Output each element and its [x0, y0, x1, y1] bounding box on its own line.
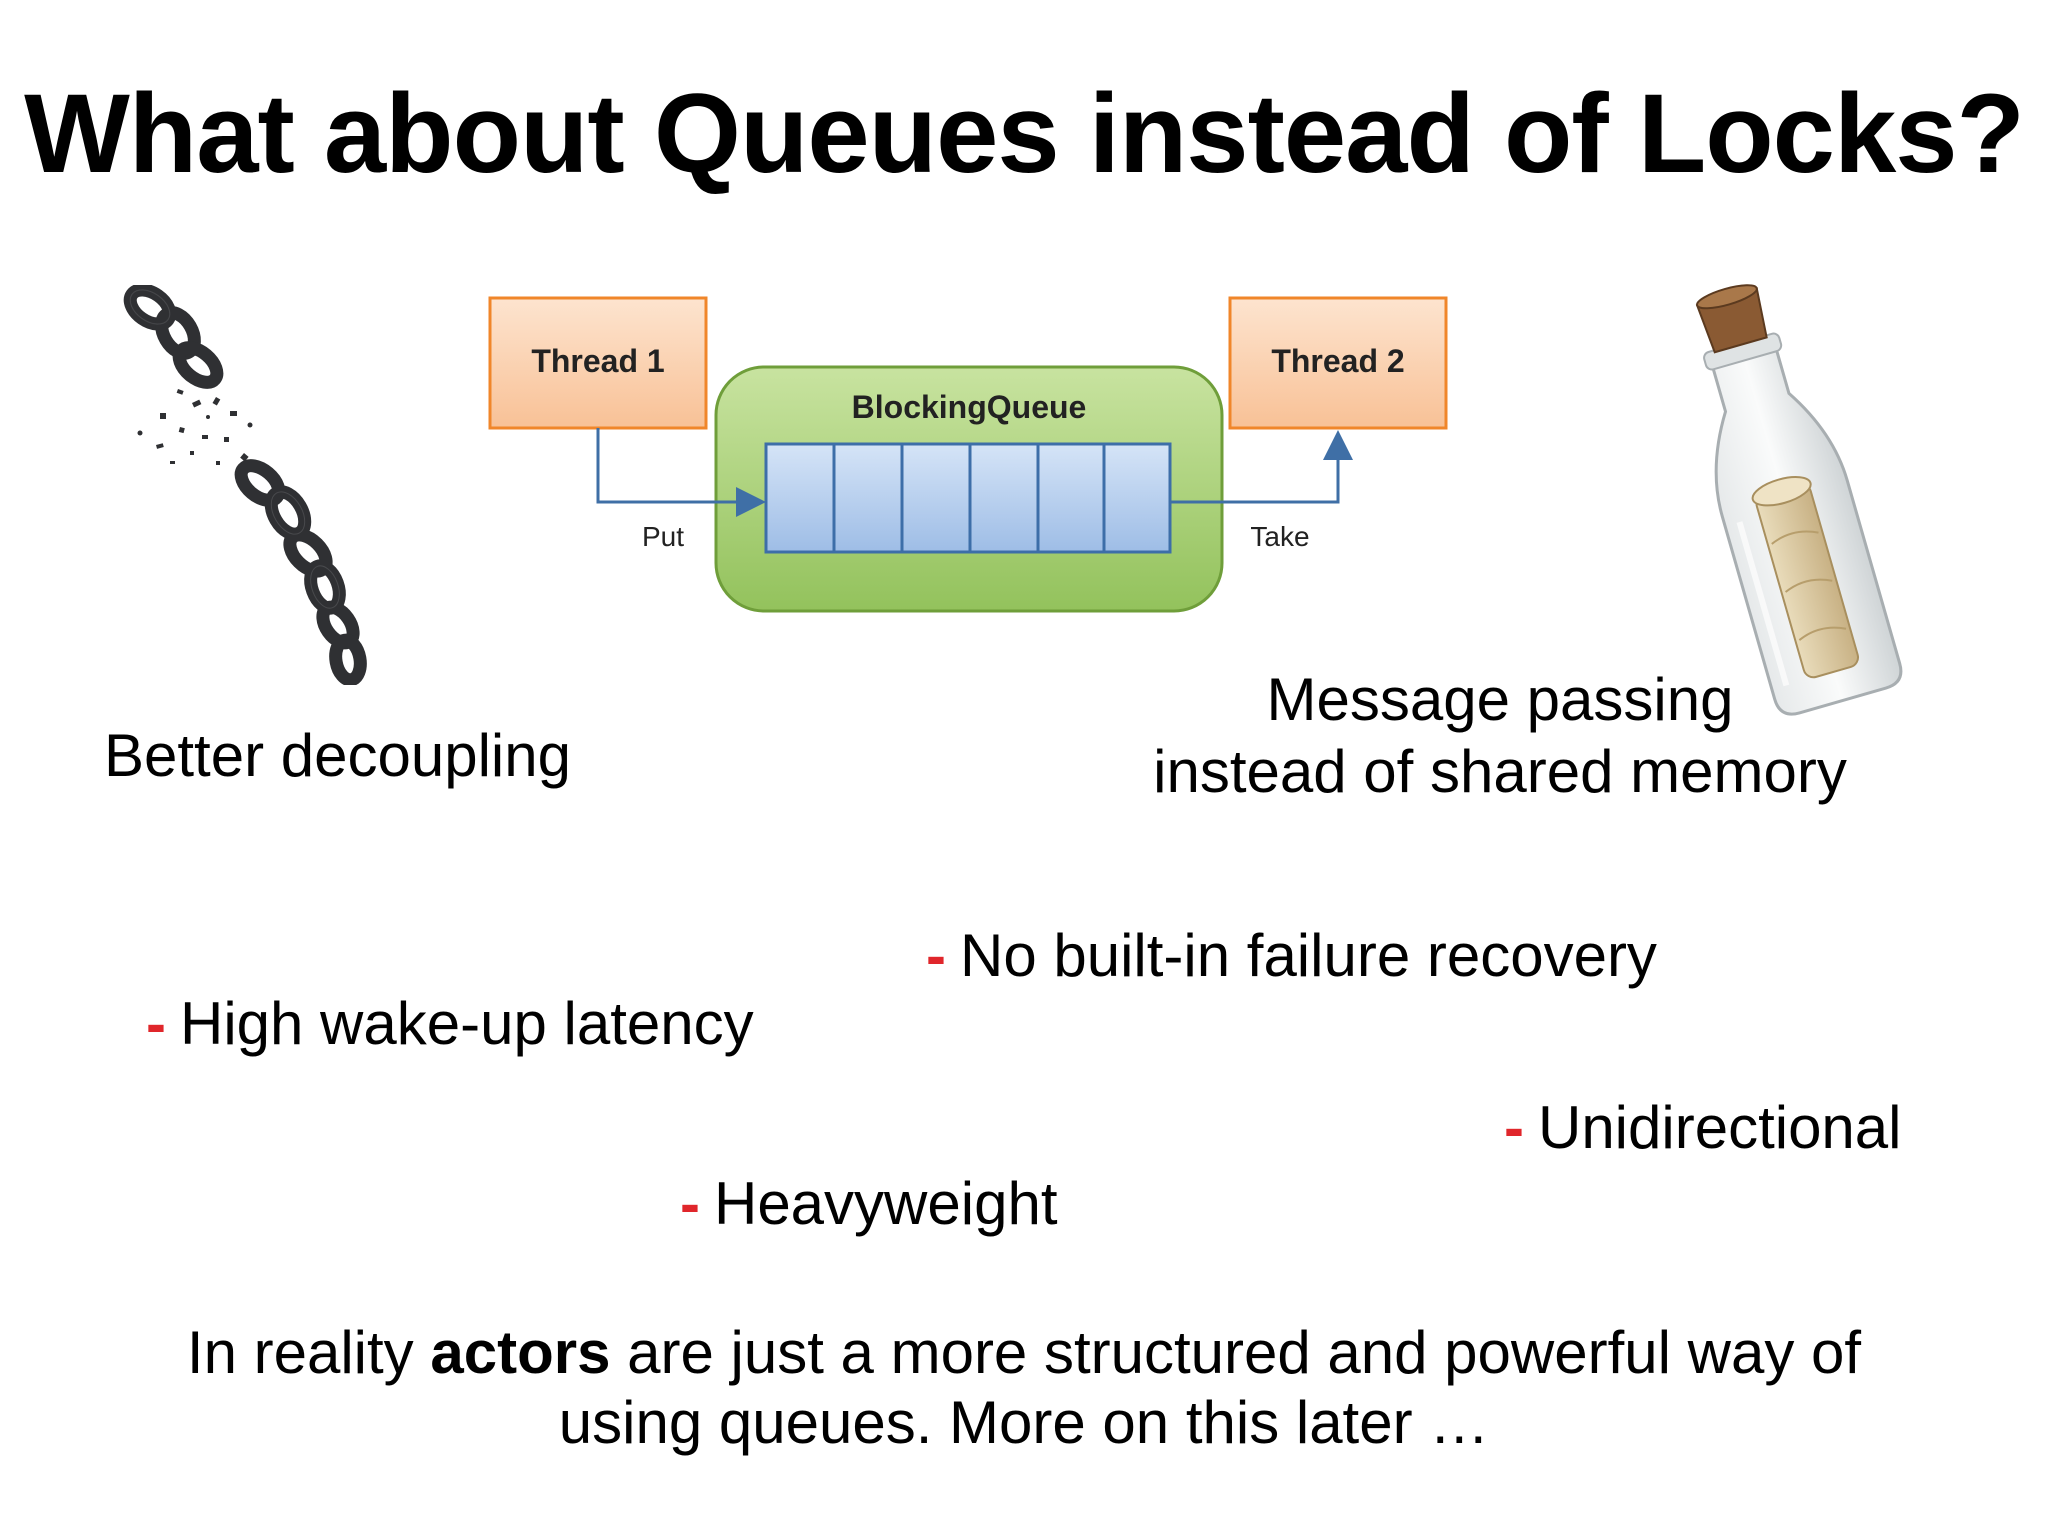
- caption-message-passing: Message passing instead of shared memory: [1100, 664, 1900, 808]
- bullet-text: Unidirectional: [1537, 1094, 1902, 1161]
- slide-title: What about Queues instead of Locks?: [24, 71, 2025, 196]
- queue-slot: [1102, 442, 1172, 554]
- conclusion-line1: In reality actors are just a more struct…: [0, 1318, 2048, 1388]
- queue-slot: [900, 442, 972, 554]
- bullet-failure-recovery: -No built-in failure recovery: [926, 920, 1657, 992]
- bullet-dash: -: [926, 922, 946, 989]
- put-arrow: [596, 428, 766, 517]
- bullet-dash: -: [1504, 1094, 1524, 1161]
- thread1-box: [488, 296, 708, 430]
- conclusion-line2: using queues. More on this later …: [558, 1389, 1490, 1457]
- queue-slot: [1036, 442, 1106, 554]
- queue-slot: [764, 442, 836, 554]
- caption-better-decoupling: Better decoupling: [104, 722, 571, 789]
- caption-message-passing-line2: instead of shared memory: [1153, 738, 1847, 805]
- take-arrow: [1170, 430, 1353, 504]
- queue-slot: [832, 442, 904, 554]
- conclusion-bold-actors: actors: [430, 1319, 611, 1386]
- caption-message-passing-line1: Message passing: [1266, 666, 1734, 733]
- blocking-queue-diagram: BlockingQueue Thread 1 Thread 2 Put Take: [488, 296, 1448, 613]
- conclusion-before: In reality: [186, 1319, 431, 1386]
- bullet-text: Heavyweight: [713, 1170, 1058, 1237]
- bullet-dash: -: [680, 1170, 700, 1237]
- conclusion-text: In reality actors are just a more struct…: [0, 1318, 2048, 1458]
- broken-chain-image: [123, 285, 367, 685]
- thread1-label: Thread 1: [531, 343, 664, 379]
- bullet-text: No built-in failure recovery: [959, 922, 1657, 989]
- bullet-unidirectional: -Unidirectional: [1504, 1092, 1902, 1164]
- queue-slots: [764, 442, 1172, 554]
- bullet-text: High wake-up latency: [179, 990, 754, 1057]
- thread2-box: [1228, 296, 1448, 430]
- take-label: Take: [1250, 521, 1309, 552]
- put-label: Put: [642, 521, 684, 552]
- bullet-heavyweight: -Heavyweight: [680, 1168, 1058, 1240]
- bullet-wake-up-latency: -High wake-up latency: [146, 988, 754, 1060]
- conclusion-after: are just a more structured and powerful …: [610, 1319, 1862, 1386]
- bullet-dash: -: [146, 990, 166, 1057]
- queue-slot: [968, 442, 1040, 554]
- queue-label: BlockingQueue: [852, 389, 1087, 425]
- message-bottle-image: [1695, 284, 1903, 716]
- thread2-label: Thread 2: [1271, 343, 1404, 379]
